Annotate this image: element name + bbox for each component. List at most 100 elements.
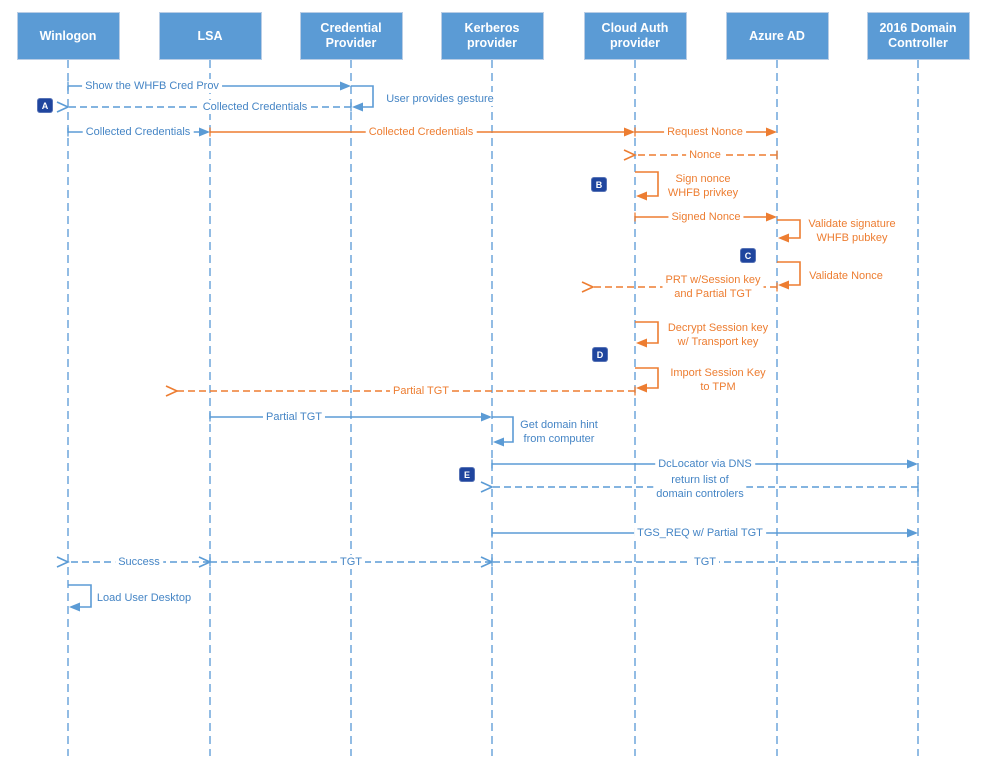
open-arrowhead [198,556,212,568]
self-message-user-provides-gesture-label: User provides gesture [383,91,497,106]
self-message-decrypt-session-key-line [635,321,659,344]
label-line: domain controlers [656,488,744,500]
filled-arrowhead [636,338,647,348]
label-line: to TPM [700,381,736,393]
filled-arrowhead [481,412,492,422]
message-collected-credentials-to-cloud-label: Collected Credentials [365,125,477,139]
self-message-get-domain-hint-line [492,416,514,443]
actor-box-winlogon: Winlogon [16,12,120,60]
actor-label: Cloud Auth provider [601,21,669,50]
label-line: WHFB pubkey [816,232,888,244]
message-partial-tgt-to-kerberos-label: Partial TGT [262,410,326,424]
actor-label: 2016 Domain Controller [879,21,957,50]
actor-box-lsa: LSA [158,12,262,60]
filled-arrowhead [624,127,635,137]
self-message-validate-signature-line [777,219,801,239]
label-line: w/ Transport key [677,335,759,348]
message-return-list-of-domain-controlers-label: return list of domain controlers [653,473,747,501]
step-badge-D: D [592,347,608,362]
filled-arrowhead [69,602,80,612]
label-line: Show the WHFB Cred Prov [85,80,219,92]
filled-arrowhead [907,459,918,469]
actor-box-credential-provider: Credential Provider [299,12,403,60]
self-message-validate-nonce-label: Validate Nonce [806,268,886,283]
label-line: Nonce [689,149,721,161]
filled-arrowhead [352,102,363,112]
actor-label: Kerberos provider [464,21,520,50]
message-nonce-return-label: Nonce [686,148,724,162]
message-collected-credentials-to-lsa-label: Collected Credentials [82,125,194,139]
label-line: Validate signature [808,218,896,230]
filled-arrowhead [907,528,918,538]
step-badge-C: C [740,248,756,263]
actor-box-2016-domain-controller: 2016 Domain Controller [866,12,970,60]
lifelines-group [67,60,919,756]
message-dclocator-via-dns-label: DcLocator via DNS [655,457,755,471]
label-line: WHFB privkey [667,187,739,199]
label-line: return list of [671,474,729,486]
message-partial-tgt-to-lsa-label: Partial TGT [389,384,453,398]
filled-arrowhead [493,437,504,447]
label-line: Collected Credentials [85,126,191,138]
actor-box-cloud-auth-provider: Cloud Auth provider [583,12,687,60]
self-message-import-session-key-label: Import Session Key to TPM [667,366,769,394]
open-arrowhead [623,149,637,161]
label-line: Collected Credentials [368,126,474,138]
filled-arrowhead [636,191,647,201]
open-arrowhead [480,556,494,568]
self-message-load-user-desktop-label: Load User Desktop [93,591,195,605]
label-line: TGT [340,556,362,568]
label-line: DcLocator via DNS [658,458,752,470]
open-arrowhead [56,556,70,568]
label-line: Validate Nonce [809,269,883,282]
filled-arrowhead [766,212,777,222]
message-success-label: Success [115,555,163,569]
message-request-nonce-label: Request Nonce [664,125,746,139]
label-line: Get domain hint [520,418,598,431]
message-show-whfb-cred-prov-label: Show the WHFB Cred Prov [82,79,222,93]
label-line: Success [118,556,160,568]
label-line: Sign nonce [675,173,731,185]
step-badge-A: A [37,98,53,113]
label-line: Collected Credentials [202,101,308,113]
label-line: Partial TGT [265,411,323,423]
filled-arrowhead [340,81,351,91]
open-arrowhead [56,101,70,113]
self-message-load-user-desktop-line [68,584,92,608]
message-tgt-to-kerberos-label: TGT [691,555,719,569]
actor-label: Winlogon [39,28,97,43]
actor-box-azure-ad: Azure AD [725,12,829,60]
label-line: Import Session Key [670,367,766,379]
label-line: User provides gesture [386,92,494,105]
message-collected-credentials-return-label: Collected Credentials [199,100,311,114]
label-line: TGT [694,556,716,568]
label-line: Partial TGT [392,385,450,397]
actor-label: LSA [197,28,223,43]
filled-arrowhead [636,383,647,393]
filled-arrowhead [778,233,789,243]
step-badge-B: B [591,177,607,192]
label-line: from computer [523,432,595,445]
message-signed-nonce-label: Signed Nonce [668,210,744,224]
filled-arrowhead [199,127,210,137]
filled-arrowhead [778,280,789,290]
self-message-sign-nonce-line [635,171,659,197]
arrowheads-group [56,81,918,612]
open-arrowhead [581,281,595,293]
label-line: Request Nonce [667,126,743,138]
label-line: Decrypt Session key [667,321,769,334]
message-tgs-req-w-partial-tgt-label: TGS_REQ w/ Partial TGT [634,526,766,540]
label-line: Signed Nonce [671,211,741,223]
actor-box-kerberos-provider: Kerberos provider [440,12,544,60]
label-line: Load User Desktop [96,592,192,604]
message-lines-group [67,81,919,608]
open-arrowhead [480,481,494,493]
self-message-import-session-key-line [635,367,659,389]
label-line: TGS_REQ w/ Partial TGT [637,527,763,539]
actor-label: Credential Provider [320,21,382,50]
